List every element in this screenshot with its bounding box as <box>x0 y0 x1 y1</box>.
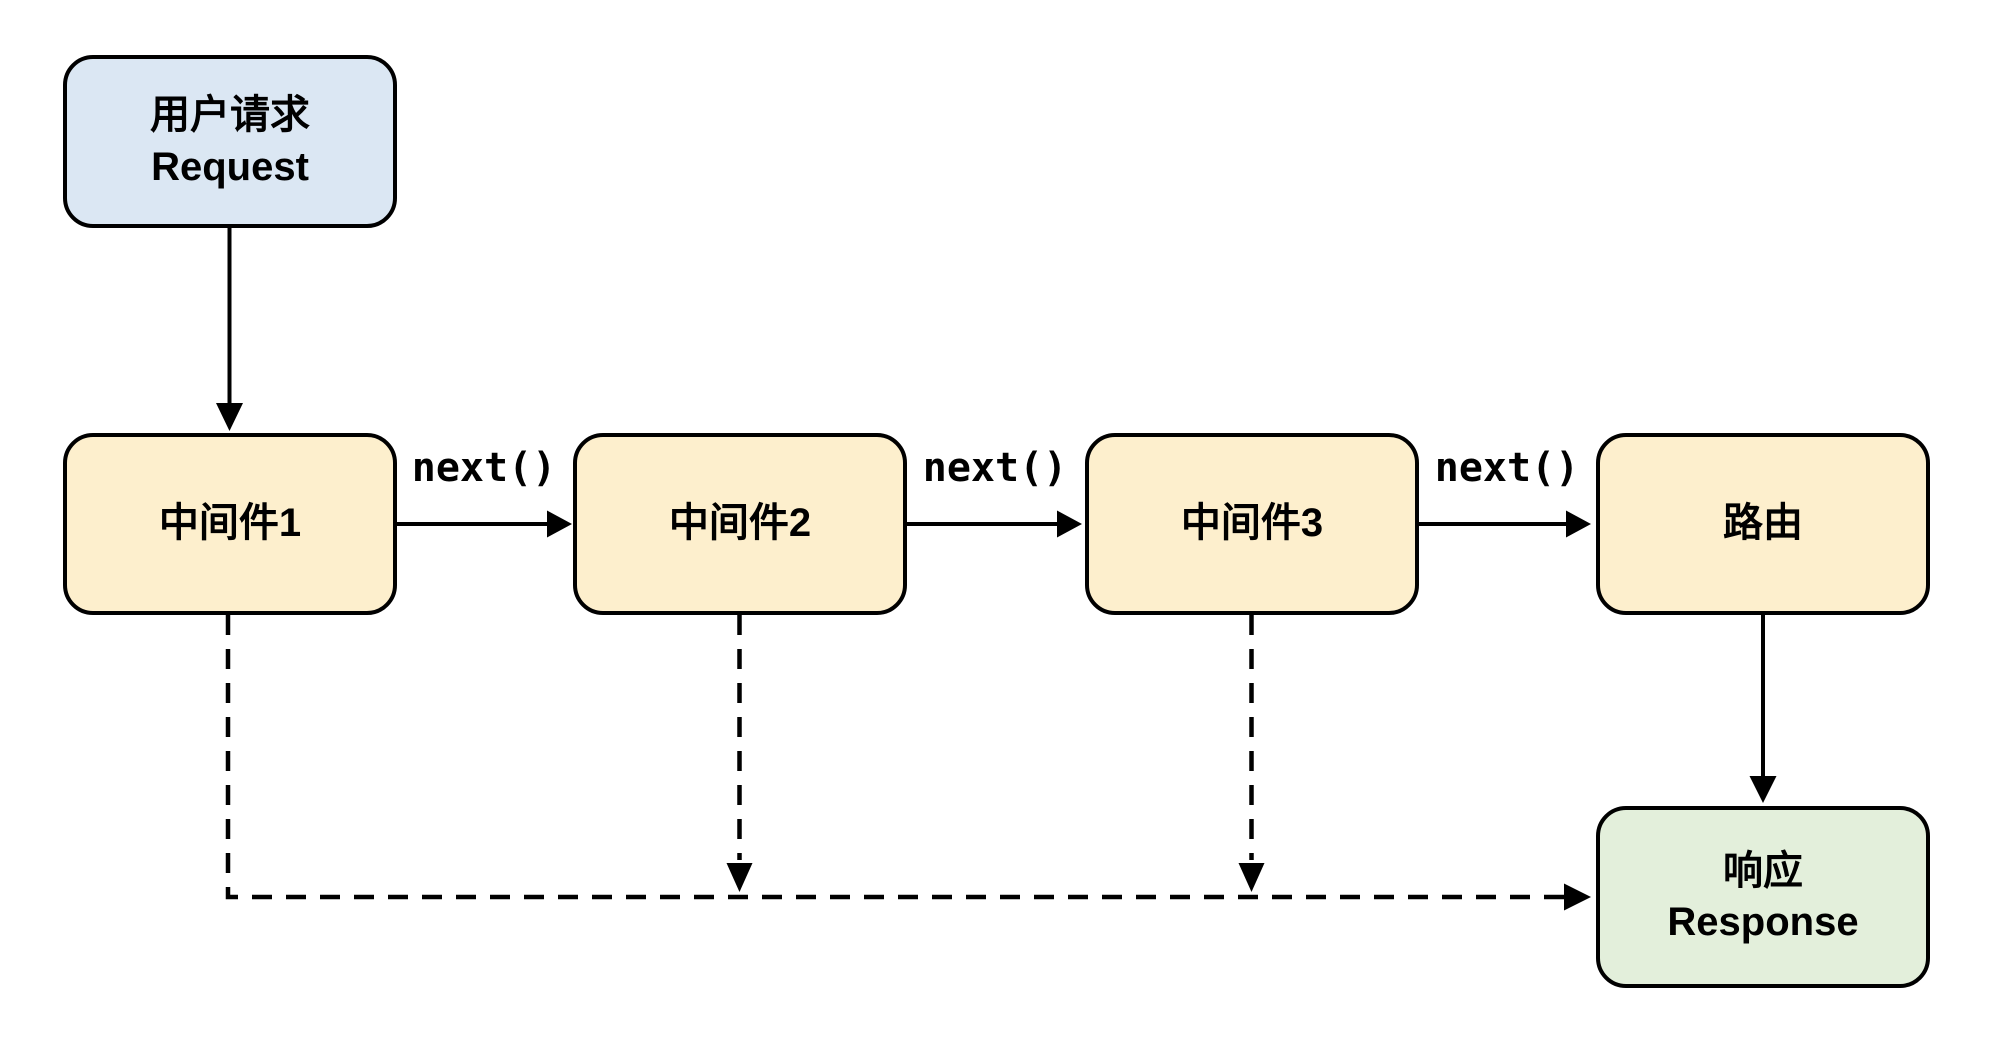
node-user-request-subtitle: Request <box>151 144 309 189</box>
edge-mw1-to-mw2 <box>397 510 572 538</box>
edge-label-next-1: next() <box>411 445 557 491</box>
node-middleware-2: 中间件2 <box>573 433 907 615</box>
node-user-request: 用户请求 Request <box>63 55 397 228</box>
edge-router-to-response <box>1749 615 1777 803</box>
node-response-title: 响应 <box>1723 848 1803 893</box>
edge-dashed-mw2-drop <box>726 615 753 892</box>
edge-label-next-2: next() <box>922 445 1068 491</box>
node-router-label: 路由 <box>1723 501 1803 546</box>
node-response-subtitle: Response <box>1667 900 1859 944</box>
node-response: 响应 Response <box>1596 806 1930 988</box>
node-middleware-1-label: 中间件1 <box>158 501 302 546</box>
edge-label-next-3: next() <box>1434 445 1580 491</box>
edge-dashed-mw3-drop <box>1238 615 1265 892</box>
node-user-request-title: 用户请求 <box>150 93 310 138</box>
edge-dashed-mw1-to-response <box>225 615 1591 911</box>
node-router: 路由 <box>1596 433 1930 615</box>
edge-mw3-to-router <box>1419 510 1591 538</box>
node-middleware-3: 中间件3 <box>1085 433 1419 615</box>
edge-mw2-to-mw3 <box>907 510 1082 538</box>
node-middleware-3-label: 中间件3 <box>1180 501 1324 546</box>
node-middleware-1: 中间件1 <box>63 433 397 615</box>
node-middleware-2-label: 中间件2 <box>668 501 812 546</box>
edge-request-to-mw1 <box>216 228 243 431</box>
